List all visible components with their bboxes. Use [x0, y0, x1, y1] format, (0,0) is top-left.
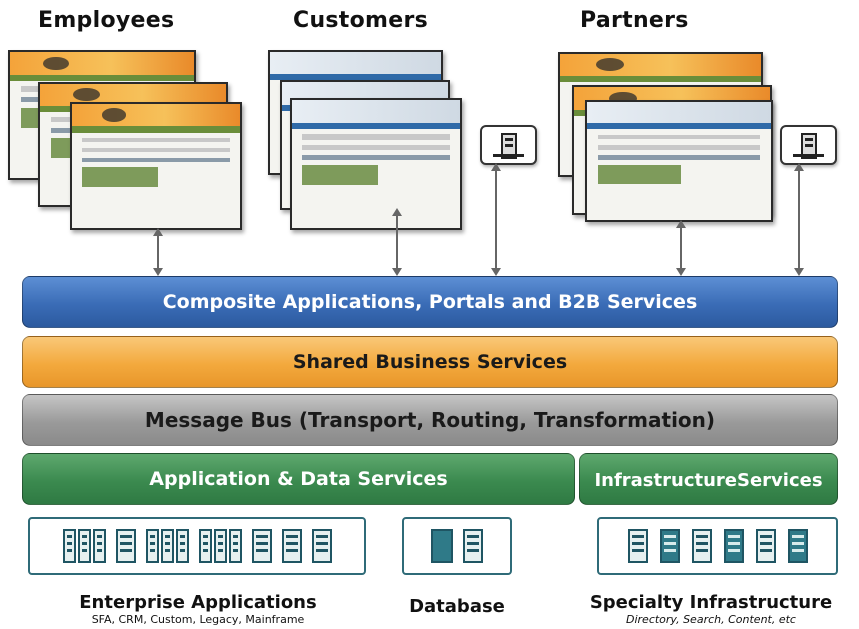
server-icon — [311, 529, 332, 563]
partners-screen-3 — [585, 100, 773, 222]
customers-arrow — [392, 208, 402, 276]
server-icon — [463, 529, 483, 563]
enterprise-subtitle: SFA, CRM, Custom, Legacy, Mainframe — [91, 613, 305, 626]
specialty-caption: Specialty Infrastructure Directory, Sear… — [566, 592, 856, 626]
infrastructure-label-line2: Services — [737, 469, 823, 491]
server-icon — [627, 529, 648, 563]
composite-layer: Composite Applications, Portals and B2B … — [22, 276, 838, 328]
server-icon — [500, 133, 517, 160]
server-icon — [659, 529, 680, 563]
database-icon — [431, 529, 453, 563]
customers-title: Customers — [293, 8, 429, 33]
database-caption: Database — [392, 596, 522, 617]
enterprise-apps-box — [28, 517, 366, 575]
app-data-services-layer: Application & Data Services — [22, 453, 575, 505]
enterprise-title: Enterprise Applications — [79, 592, 317, 613]
shared-services-layer: Shared Business Services — [22, 336, 838, 388]
partners-title: Partners — [580, 8, 689, 33]
specialty-subtitle: Directory, Search, Content, etc — [626, 613, 796, 626]
server-rack-icon — [145, 529, 189, 563]
customers-device — [480, 125, 537, 165]
specialty-infra-box — [597, 517, 838, 575]
database-box — [402, 517, 512, 575]
specialty-title: Specialty Infrastructure — [589, 592, 833, 613]
server-icon — [281, 529, 302, 563]
server-icon — [787, 529, 808, 563]
employees-arrow — [153, 228, 163, 276]
infrastructure-services-layer: Infrastructure Services — [579, 453, 838, 505]
employees-title: Employees — [38, 8, 175, 33]
infrastructure-label-line1: Infrastructure — [594, 469, 737, 491]
server-icon — [115, 529, 136, 563]
partners-device — [780, 125, 837, 165]
employees-screen-3 — [70, 102, 242, 230]
server-rack-icon — [198, 529, 242, 563]
customers-screen-3 — [290, 98, 462, 230]
server-icon — [251, 529, 272, 563]
partners-device-arrow — [794, 163, 804, 276]
partners-arrow — [676, 220, 686, 276]
server-icon — [691, 529, 712, 563]
server-rack-icon — [62, 529, 106, 563]
message-bus-layer: Message Bus (Transport, Routing, Transfo… — [22, 394, 838, 446]
enterprise-caption: Enterprise Applications SFA, CRM, Custom… — [20, 592, 376, 626]
server-icon — [723, 529, 744, 563]
customers-device-arrow — [491, 163, 501, 276]
database-title: Database — [409, 596, 505, 617]
server-icon — [800, 133, 817, 160]
server-icon — [755, 529, 776, 563]
